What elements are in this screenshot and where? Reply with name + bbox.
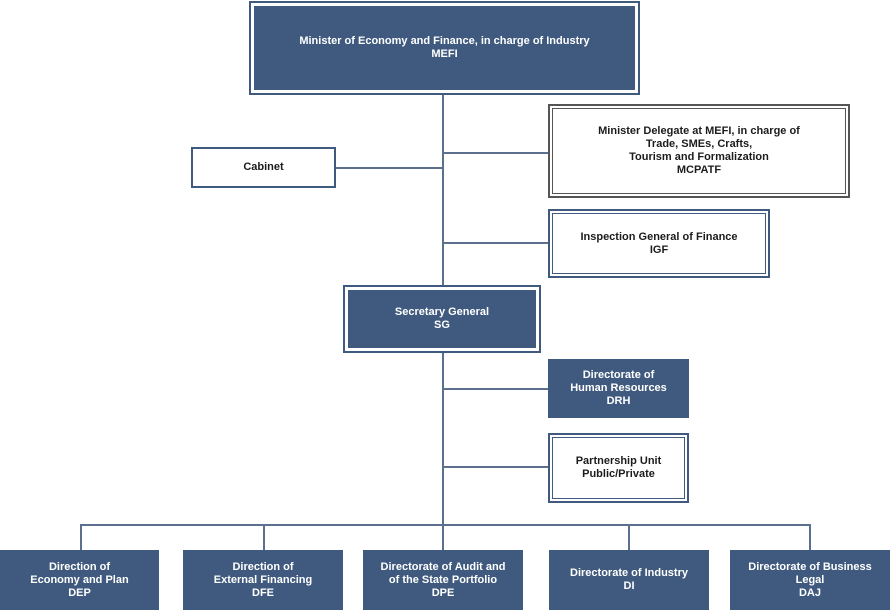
directorate-di-box: Directorate of Industry DI	[549, 550, 709, 610]
directorate-dpe-line1: Directorate of Audit and	[380, 560, 506, 573]
minister-acronym: MEFI	[431, 48, 458, 60]
delegate-title-line3: Tourism and Formalization	[629, 151, 769, 163]
cabinet-connector	[336, 167, 443, 169]
dep-drop-connector	[80, 524, 82, 550]
delegate-box: Minister Delegate at MEFI, in charge of …	[548, 104, 850, 198]
cabinet-box: Cabinet	[191, 147, 336, 188]
directorate-dep-line2: Economy and Plan	[30, 573, 129, 586]
sg-acronym: SG	[434, 319, 450, 331]
igf-box: Inspection General of Finance IGF	[548, 209, 770, 278]
directorate-dep-acronym: DEP	[68, 586, 91, 599]
minister-box: Minister of Economy and Finance, in char…	[249, 1, 640, 95]
directorate-dep-line1: Direction of	[48, 560, 111, 573]
directorates-horizontal-connector	[80, 524, 811, 526]
drh-box: Directorate of Human Resources DRH	[548, 359, 689, 418]
directorate-dpe-line2: of the State Portfolio	[388, 573, 498, 586]
igf-title: Inspection General of Finance	[580, 230, 738, 243]
di-drop-connector	[628, 524, 630, 550]
sg-lower-vertical-connector	[442, 352, 444, 526]
directorate-di-acronym: DI	[623, 580, 635, 592]
drh-acronym: DRH	[606, 395, 631, 407]
ppp-title-line2: Public/Private	[582, 468, 655, 480]
dpe-drop-connector	[442, 524, 444, 550]
drh-title-line1: Directorate of	[582, 369, 655, 381]
ppp-title-line1: Partnership Unit	[575, 455, 662, 467]
directorate-dfe-line2: External Financing	[213, 573, 313, 586]
directorate-dpe-box: Directorate of Audit and of the State Po…	[363, 550, 523, 610]
delegate-title-line1: Minister Delegate at MEFI, in charge of	[598, 125, 800, 137]
sg-title: Secretary General	[394, 306, 490, 318]
ppp-connector	[443, 466, 549, 468]
main-vertical-connector	[442, 95, 444, 290]
minister-title: Minister of Economy and Finance, in char…	[299, 35, 590, 47]
directorate-daj-line2: Legal	[795, 573, 825, 586]
ppp-box: Partnership Unit Public/Private	[548, 433, 689, 503]
directorate-dfe-box: Direction of External Financing DFE	[183, 550, 343, 610]
delegate-title-line2: Trade, SMEs, Crafts,	[645, 138, 753, 150]
igf-connector	[443, 242, 549, 244]
directorate-dfe-line1: Direction of	[232, 560, 294, 573]
drh-connector	[443, 388, 549, 390]
delegate-acronym: MCPATF	[676, 164, 722, 176]
daj-drop-connector	[809, 524, 811, 550]
directorate-dep-box: Direction of Economy and Plan DEP	[0, 550, 159, 610]
igf-acronym: IGF	[649, 243, 669, 256]
directorate-daj-line1: Directorate of Business	[748, 560, 872, 573]
directorate-daj-acronym: DAJ	[798, 586, 821, 599]
directorate-daj-box: Directorate of Business Legal DAJ	[730, 550, 890, 610]
sg-box: Secretary General SG	[343, 285, 541, 353]
drh-title-line2: Human Resources	[570, 382, 667, 394]
directorate-di-line1: Directorate of Industry	[570, 567, 688, 579]
directorate-dpe-acronym: DPE	[431, 586, 455, 599]
delegate-connector	[443, 152, 549, 154]
dfe-drop-connector	[263, 524, 265, 550]
cabinet-label: Cabinet	[243, 161, 284, 173]
directorate-dfe-acronym: DFE	[252, 586, 274, 599]
